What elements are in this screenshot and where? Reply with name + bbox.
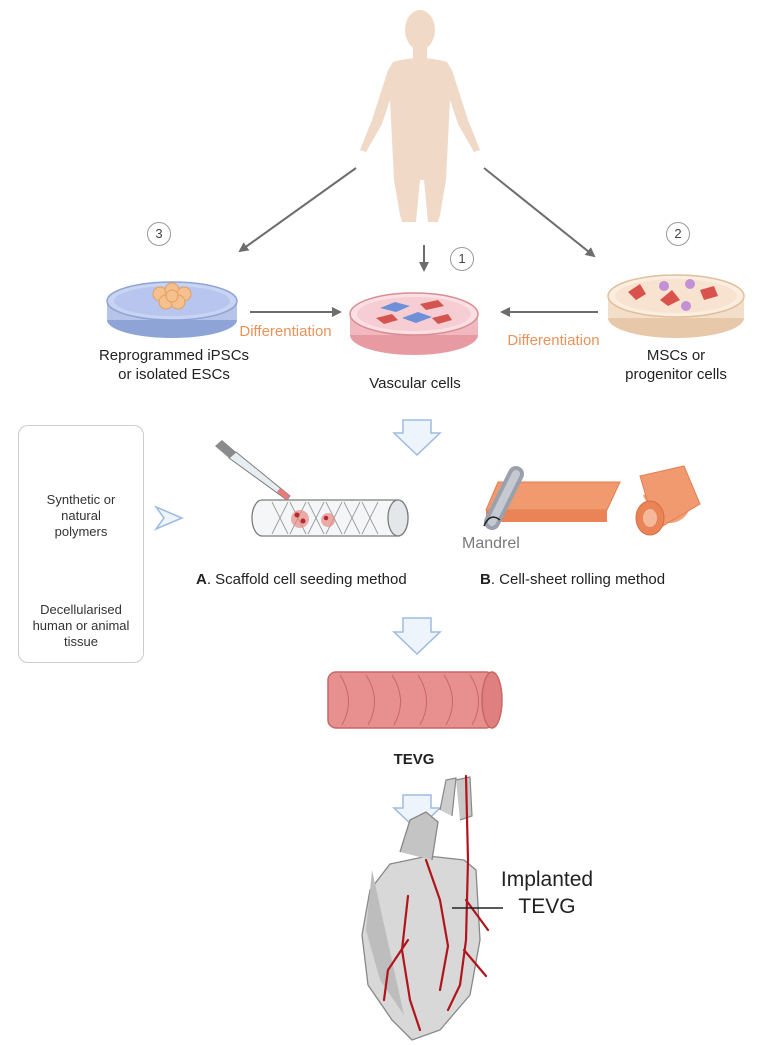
method-b-label: B. Cell-sheet rolling method <box>480 570 700 589</box>
polymer-label: Synthetic or natural polymers <box>22 492 140 540</box>
rolled-vessel-icon <box>635 465 701 536</box>
method-a-letter: A <box>196 571 207 588</box>
step-number-2: 2 <box>666 222 690 246</box>
implanted-label-line1: Implanted <box>500 868 594 891</box>
polymer-label-line1: Synthetic or <box>46 492 116 507</box>
differentiation-left-label: Differentiation <box>239 323 332 340</box>
implanted-label-line2: TEVG <box>518 895 576 918</box>
step-number-3: 3 <box>147 222 171 246</box>
method-b-letter: B <box>480 571 491 588</box>
polymer-label-line2: natural <box>61 508 101 523</box>
block-arrow-1 <box>392 419 442 457</box>
implanted-tevg-label: Implanted TEVG <box>492 866 602 920</box>
step-number-1: 1 <box>450 247 474 271</box>
msc-label-line1: MSCs or <box>646 347 706 364</box>
ipsc-petri-dish-icon <box>106 281 238 338</box>
block-arrow-2 <box>392 617 442 656</box>
method-b-text: . Cell-sheet rolling method <box>490 571 666 588</box>
vascular-petri-dish-icon <box>349 292 479 355</box>
heart-icon <box>361 774 490 1041</box>
cell-sheet-rolling-icon <box>483 466 621 530</box>
arrow-human-to-msc <box>483 167 596 258</box>
method-a-label: A. Scaffold cell seeding method <box>196 570 426 589</box>
decellularised-label-line3: tissue <box>64 634 98 649</box>
decellularised-label-line2: human or animal <box>32 618 130 633</box>
polymer-label-line3: polymers <box>54 524 108 539</box>
ipsc-label: Reprogrammed iPSCs or isolated ESCs <box>79 346 269 384</box>
decellularised-label: Decellularised human or animal tissue <box>22 602 140 650</box>
decellularised-label-line1: Decellularised <box>40 602 122 617</box>
chevron-right-icon <box>153 505 184 531</box>
human-figure-icon <box>360 10 480 222</box>
vascular-cells-label: Vascular cells <box>369 375 461 392</box>
msc-label-line2: progenitor cells <box>625 366 727 383</box>
msc-label: MSCs or progenitor cells <box>606 346 746 384</box>
tevg-label: TEVG <box>393 751 435 768</box>
method-a-text: . Scaffold cell seeding method <box>206 571 407 588</box>
mandrel-label: Mandrel <box>462 535 520 552</box>
scaffold-seeding-icon <box>215 440 409 537</box>
differentiation-right-label: Differentiation <box>507 332 600 349</box>
tevg-vessel-icon <box>327 671 503 729</box>
scaffold-materials-box <box>18 425 144 663</box>
ipsc-label-line1: Reprogrammed iPSCs <box>98 347 250 364</box>
ipsc-label-line2: or isolated ESCs <box>118 366 230 383</box>
msc-petri-dish-icon <box>607 274 745 338</box>
arrow-human-to-ipsc <box>238 167 357 253</box>
